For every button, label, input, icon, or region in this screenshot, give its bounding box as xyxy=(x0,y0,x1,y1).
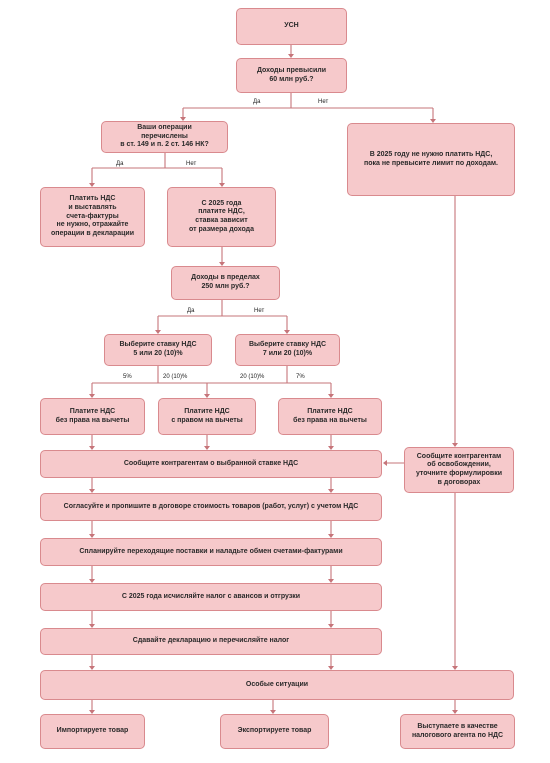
node-no-vat-invoices: Платить НДС и выставлять счета-фактуры н… xyxy=(40,187,145,247)
edge-label-rate-20: 20 (10)% xyxy=(163,374,188,380)
node-pay-no-deduction: Платите НДС без права на вычеты xyxy=(278,398,382,435)
node-rate-depends: С 2025 года платите НДС, ставка зависит … xyxy=(167,187,276,247)
node-tax-agent: Выступаете в качестве налогового агента … xyxy=(400,714,515,749)
node-inform-rate: Сообщите контрагентам о выбранной ставке… xyxy=(40,450,382,478)
node-q-operations: Ваши операции перечислены в ст. 149 и п.… xyxy=(101,121,228,153)
node-special-situations: Особые ситуации xyxy=(40,670,514,700)
node-no-vat-2025: В 2025 году не нужно платить НДС, пока н… xyxy=(347,123,515,196)
edge-label-no: Нет xyxy=(186,161,197,167)
node-calc-tax: С 2025 года исчисляйте налог с авансов и… xyxy=(40,583,382,611)
node-q-income-250: Доходы в пределах 250 млн руб.? xyxy=(171,266,280,300)
edge-label-no: Нет xyxy=(318,99,329,105)
node-agree-cost: Согласуйте и пропишите в договоре стоимо… xyxy=(40,493,382,521)
node-choose-7-20: Выберите ставку НДС 7 или 20 (10)% xyxy=(235,334,340,366)
node-q-income-60: Доходы превысили 60 млн руб.? xyxy=(236,58,347,93)
node-import: Импортируете товар xyxy=(40,714,145,749)
node-export: Экспортируете товар xyxy=(220,714,329,749)
node-plan-supplies: Спланируйте переходящие поставки и налад… xyxy=(40,538,382,566)
node-pay-with-deduction: Платите НДС с правом на вычеты xyxy=(158,398,256,435)
node-inform-exemption: Сообщите контрагентам об освобождении, у… xyxy=(404,447,514,493)
edge-label-yes: Да xyxy=(116,161,124,167)
node-pay-no-deduction: Платите НДС без права на вычеты xyxy=(40,398,145,435)
edge-label-rate-5: 5% xyxy=(123,374,132,380)
edge-label-rate-7: 7% xyxy=(296,374,305,380)
edge-label-yes: Да xyxy=(253,99,261,105)
edge-label-no: Нет xyxy=(254,308,265,314)
node-usn: УСН xyxy=(236,8,347,45)
edge-label-yes: Да xyxy=(187,308,195,314)
node-choose-5-20: Выберите ставку НДС 5 или 20 (10)% xyxy=(104,334,212,366)
node-declare: Сдавайте декларацию и перечисляйте налог xyxy=(40,628,382,655)
edge-label-rate-20: 20 (10)% xyxy=(240,374,265,380)
